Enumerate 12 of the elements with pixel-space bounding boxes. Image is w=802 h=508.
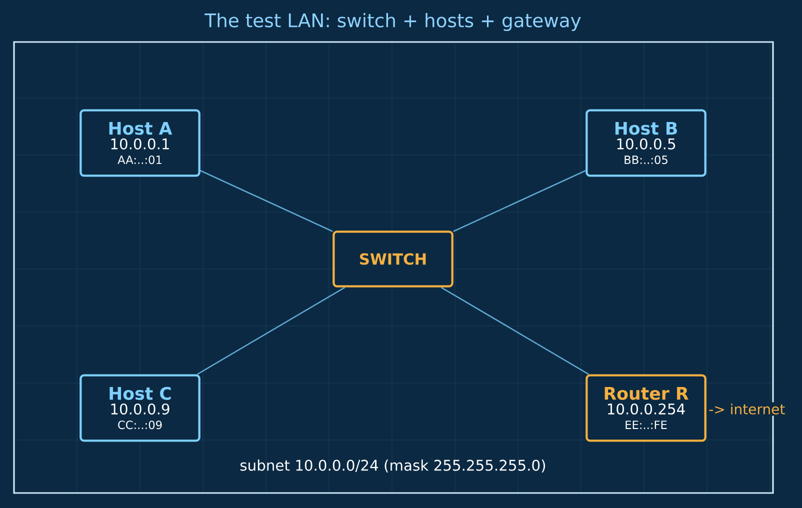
- host-box: Host C 10.0.0.9 CC:..:09: [80, 374, 200, 442]
- title: The test LAN: switch + hosts + gateway: [204, 12, 581, 32]
- beside-label: -> internet: [707, 402, 787, 416]
- host-box: Host B 10.0.0.5 BB:..:05: [586, 109, 706, 177]
- switch-box: SWITCH: [332, 230, 454, 288]
- router-box: Router R 10.0.0.254 EE:..:FE: [586, 374, 706, 442]
- connection-line: [196, 286, 346, 375]
- subnet-note: subnet 10.0.0.0/24 (mask 255.255.255.0): [240, 459, 546, 473]
- host-box: Host A 10.0.0.1 AA:..:01: [80, 109, 200, 177]
- connection-line: [453, 170, 586, 232]
- connection-line: [440, 286, 590, 375]
- connection-line: [200, 170, 333, 232]
